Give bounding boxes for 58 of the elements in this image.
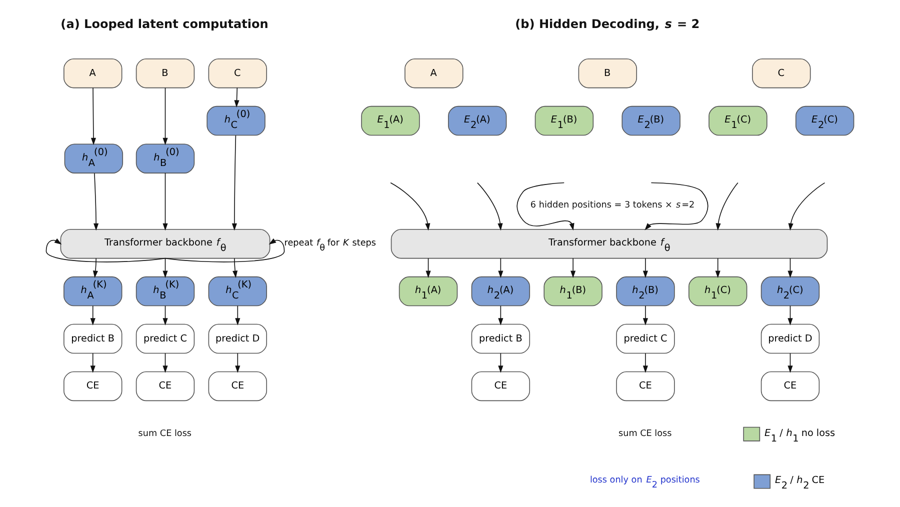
arrow bbox=[644, 182, 708, 230]
node-box: CE bbox=[760, 371, 820, 402]
node-box: CE bbox=[616, 371, 675, 402]
arrow bbox=[570, 258, 576, 278]
node-box: predict C bbox=[616, 324, 675, 354]
node-box: A bbox=[64, 58, 122, 88]
node-box: predict D bbox=[760, 324, 820, 354]
arrow bbox=[788, 258, 793, 278]
arrow bbox=[162, 172, 168, 231]
arrow bbox=[516, 182, 574, 231]
arrow bbox=[162, 258, 168, 278]
node-box: CE bbox=[208, 371, 268, 402]
arrow bbox=[162, 88, 168, 146]
node-box: predict C bbox=[136, 324, 195, 354]
arrow bbox=[162, 305, 168, 326]
node-box: B bbox=[578, 58, 638, 88]
node-box: CE bbox=[64, 371, 122, 402]
arrow bbox=[642, 305, 648, 326]
node-box: A bbox=[404, 58, 464, 88]
arrow bbox=[234, 87, 240, 108]
arrow bbox=[164, 238, 285, 262]
arrow bbox=[390, 182, 430, 231]
arrow bbox=[788, 352, 793, 373]
arrow bbox=[715, 258, 720, 278]
arrow bbox=[498, 258, 504, 278]
node-box: CE bbox=[471, 371, 530, 402]
arrow bbox=[90, 352, 96, 373]
label: 6 hidden positions = 3 tokens × s=2 bbox=[530, 200, 695, 210]
arrow bbox=[162, 352, 168, 373]
node-box: C bbox=[752, 58, 811, 88]
arrow bbox=[788, 305, 793, 326]
node-box: CE bbox=[136, 371, 195, 402]
label: sum CE loss bbox=[138, 428, 192, 439]
arrow bbox=[642, 258, 648, 278]
arrow bbox=[498, 305, 504, 326]
arrow bbox=[235, 352, 240, 373]
label: sum CE loss bbox=[618, 428, 672, 439]
arrow bbox=[94, 172, 99, 231]
arrow bbox=[232, 135, 237, 231]
arrow bbox=[90, 88, 96, 146]
arrow bbox=[426, 258, 431, 278]
arrow bbox=[642, 352, 648, 373]
node-box: predict D bbox=[208, 324, 268, 354]
arrow bbox=[716, 182, 738, 231]
label: (b) Hidden Decoding, s = 2 bbox=[515, 16, 700, 31]
node-box: predict B bbox=[471, 324, 530, 354]
arrow bbox=[477, 182, 503, 231]
arrow bbox=[92, 258, 98, 278]
label: (a) Looped latent computation bbox=[60, 16, 268, 31]
arrow bbox=[232, 258, 238, 278]
node-box: C bbox=[208, 58, 268, 88]
arrow bbox=[788, 182, 826, 231]
node-box: B bbox=[136, 58, 195, 88]
arrow bbox=[235, 305, 240, 326]
arrow bbox=[90, 305, 96, 326]
node-box: predict B bbox=[64, 324, 122, 354]
arrow bbox=[46, 238, 166, 262]
arrow bbox=[498, 352, 504, 373]
